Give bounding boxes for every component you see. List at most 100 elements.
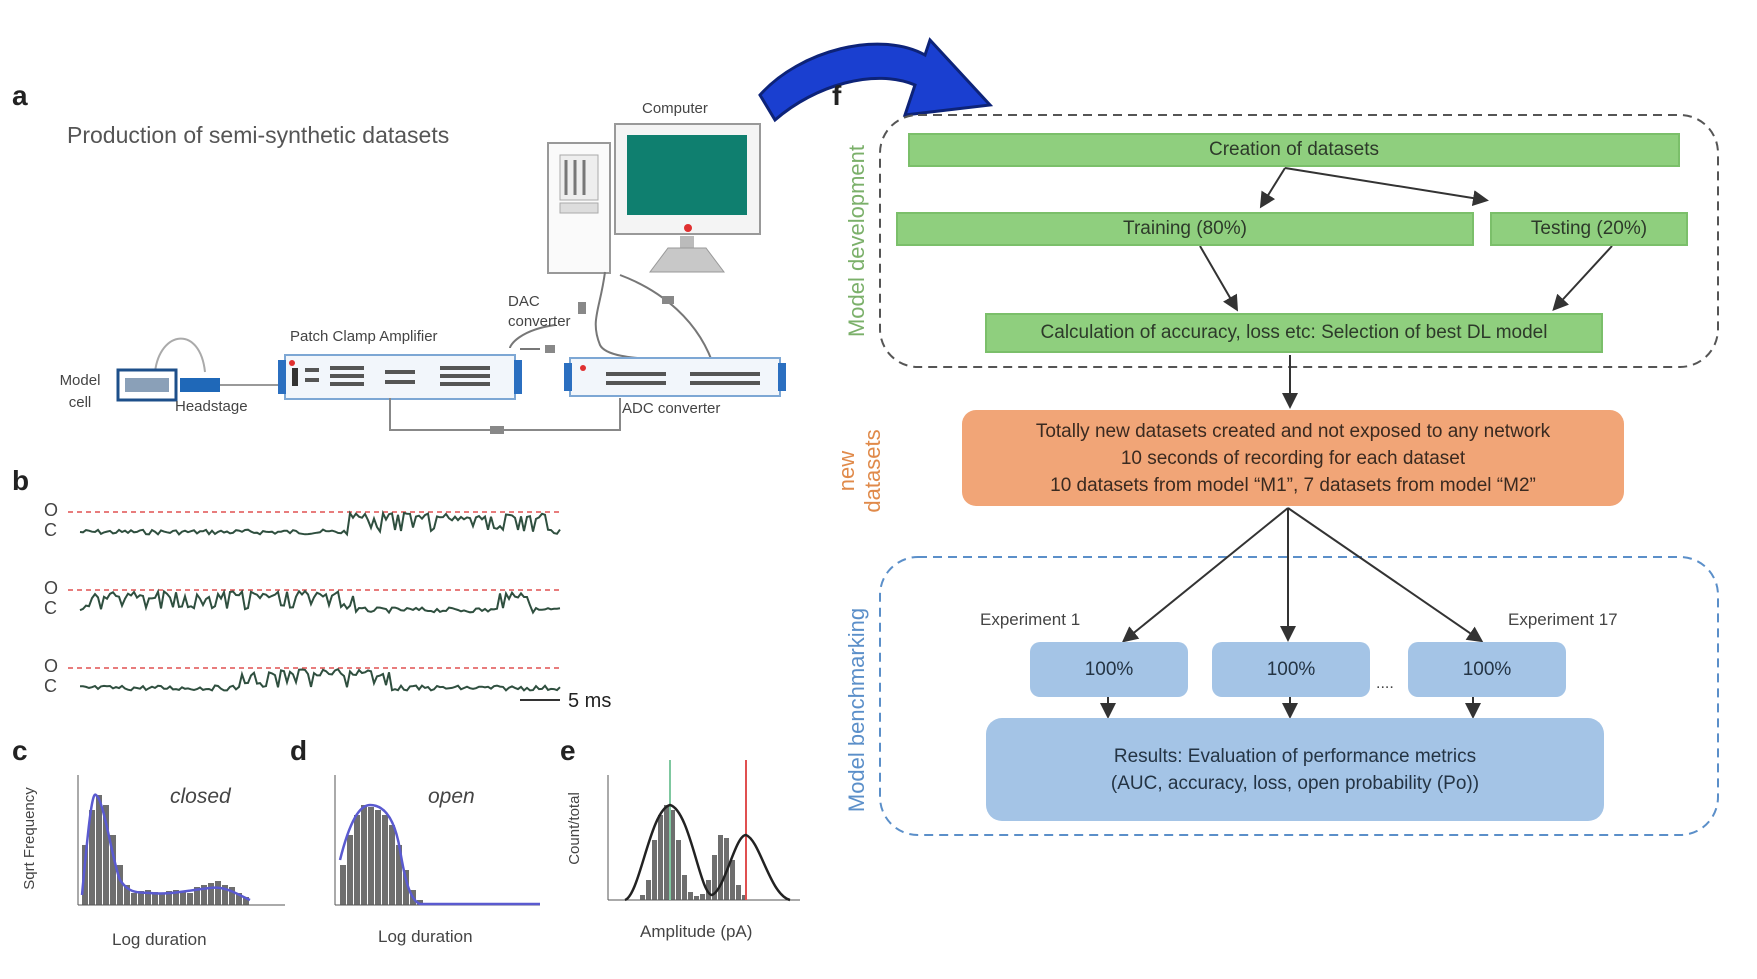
histogram-bar <box>222 885 228 905</box>
open-histogram <box>334 775 540 906</box>
training-box: Training (80%) <box>896 212 1474 246</box>
patch-clamp-amplifier <box>278 354 522 400</box>
histogram-bar <box>110 835 116 905</box>
calculation-box: Calculation of accuracy, loss etc: Selec… <box>985 313 1603 353</box>
histogram-bar <box>694 896 699 900</box>
histogram-bar <box>382 815 388 905</box>
histogram-bar <box>396 845 402 905</box>
histogram-bar <box>652 840 657 900</box>
histogram-bar <box>166 891 172 905</box>
amplitude-histogram <box>607 760 800 902</box>
histogram-bar <box>730 860 735 900</box>
panel-label-b: b <box>12 465 30 496</box>
new-datasets-line2: 10 seconds of recording for each dataset <box>1120 447 1466 469</box>
histogram-bar <box>375 810 381 905</box>
computer-tower <box>547 142 611 274</box>
trace1-closed-label: C <box>44 520 57 540</box>
histogram-bar <box>688 892 693 900</box>
experiment-17-box: 100% <box>1408 642 1566 697</box>
panel-label-e: e <box>560 735 576 766</box>
histogram-bar <box>159 893 165 905</box>
histogram-bar <box>138 891 144 905</box>
histogram-bar <box>187 893 193 905</box>
panel-c-ylabel: Sqrt Frequency <box>20 787 38 890</box>
histogram-bar <box>361 805 367 905</box>
histogram-bar <box>145 890 151 905</box>
model-cell-label: Model cell <box>59 372 101 411</box>
results-line2: (AUC, accuracy, loss, open probability (… <box>1110 772 1480 794</box>
bench-section-frame <box>879 556 1719 836</box>
section-label-dev: Model development <box>844 145 869 338</box>
new-datasets-line1: Totally new datasets created and not exp… <box>1035 420 1551 442</box>
histogram-bar <box>664 805 669 900</box>
histogram-bar <box>658 815 663 900</box>
histogram-bar <box>215 881 221 905</box>
histogram-bar <box>89 810 95 905</box>
histogram-bar <box>173 890 179 905</box>
histogram-bar <box>347 835 353 905</box>
histogram-bar <box>712 855 717 900</box>
panel-label-d: d <box>290 735 308 766</box>
dac-label: DAC converter <box>508 293 571 330</box>
histogram-bar <box>368 807 374 905</box>
histogram-bar <box>403 870 409 905</box>
experiment-17-label: Experiment 17 <box>1508 610 1618 629</box>
panel-label-c: c <box>12 735 28 766</box>
histogram-bar <box>706 880 711 900</box>
histogram-bar <box>682 875 687 900</box>
panel-d-state: open <box>428 785 475 808</box>
histogram-bar <box>640 895 645 900</box>
histogram-bar <box>389 825 395 905</box>
histogram-bar <box>243 897 249 905</box>
histogram-bar <box>718 835 723 900</box>
single-channel-traces <box>68 509 561 701</box>
adc-converter <box>564 357 786 397</box>
panel-e-xlabel: Amplitude (pA) <box>640 922 753 941</box>
creation-box: Creation of datasets <box>908 133 1680 167</box>
panel-label-a: a <box>12 80 28 111</box>
histogram-bar <box>676 840 681 900</box>
panel-c-xlabel: Log duration <box>112 930 207 949</box>
histogram-bar <box>194 887 200 905</box>
histogram-bar <box>354 815 360 905</box>
histogram-bar <box>103 805 109 905</box>
trace2-open-label: O <box>44 578 59 598</box>
new-datasets-box: Totally new datasets created and not exp… <box>962 410 1624 506</box>
experiment-1-box: 100% <box>1030 642 1188 697</box>
panel-e-ylabel: Count/total <box>565 792 583 865</box>
results-box: Results: Evaluation of performance metri… <box>986 718 1604 821</box>
scale-bar-label: 5 ms <box>568 690 612 712</box>
trace3-open-label: O <box>44 656 59 676</box>
testing-box: Testing (20%) <box>1490 212 1688 246</box>
histogram-bar <box>742 895 747 900</box>
section-label-new: new datasets <box>834 429 885 513</box>
adc-label: ADC converter <box>622 400 721 417</box>
headstage-box <box>180 378 220 392</box>
histogram-bar <box>340 865 346 905</box>
histogram-bar <box>229 887 235 905</box>
flow-arrows <box>1100 167 1613 719</box>
histogram-bar <box>700 894 705 900</box>
panel-d-xlabel: Log duration <box>378 927 473 946</box>
closed-histogram <box>77 775 285 906</box>
histogram-bar <box>736 885 741 900</box>
results-line1: Results: Evaluation of performance metri… <box>1113 745 1477 767</box>
trace1-open-label: O <box>44 500 59 520</box>
histogram-bar <box>131 893 137 905</box>
histogram-bar <box>201 885 207 905</box>
histogram-bar <box>670 810 675 900</box>
transition-arrow <box>758 37 994 123</box>
section-label-bench: Model benchmarking <box>844 607 869 813</box>
histogram-bar <box>117 865 123 905</box>
histogram-bar <box>180 891 186 905</box>
monitor <box>614 123 761 273</box>
histogram-bar <box>152 892 158 905</box>
histogram-bar <box>124 885 130 905</box>
experiment-2-box: 100% <box>1212 642 1370 697</box>
trace3-closed-label: C <box>44 676 57 696</box>
histogram-bar <box>646 880 651 900</box>
histogram-bar <box>208 883 214 905</box>
trace2-closed-label: C <box>44 598 57 618</box>
